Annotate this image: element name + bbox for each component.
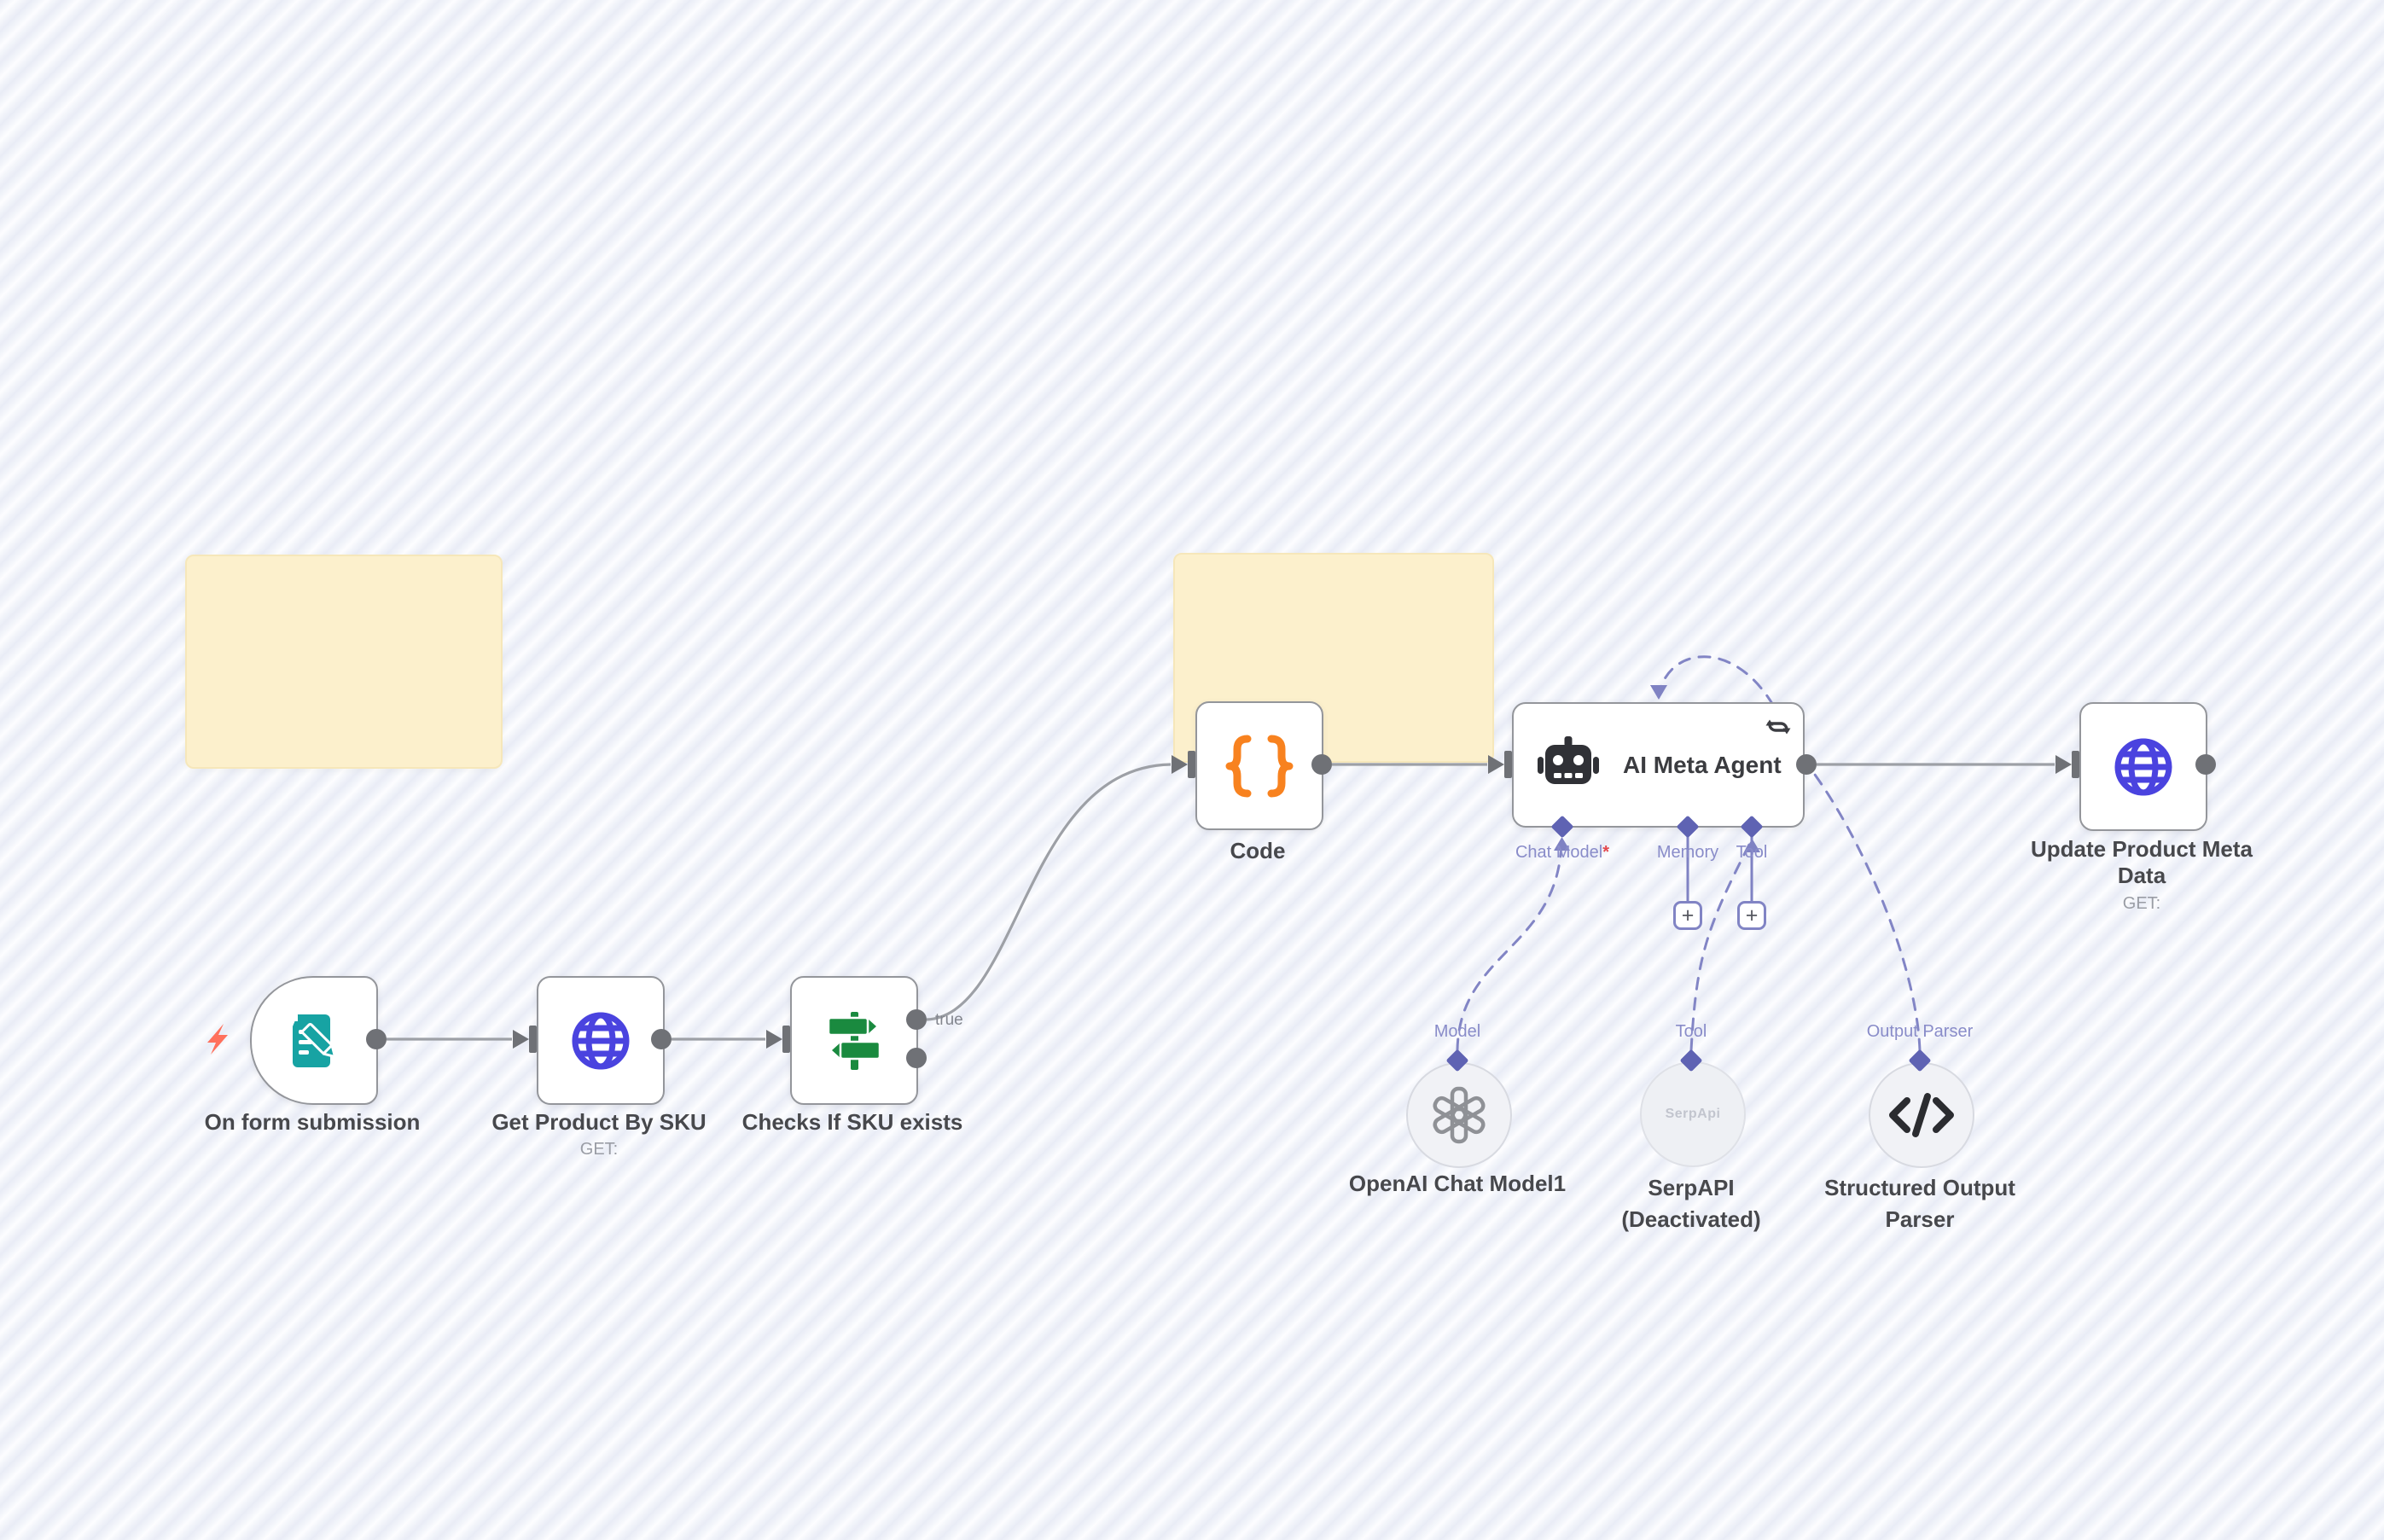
label-code: Code	[1230, 838, 1286, 863]
input-bar-update	[2072, 751, 2079, 778]
node-openai-chat-model[interactable]	[1406, 1062, 1512, 1168]
loop-icon	[1765, 719, 1791, 735]
node-checks-if-sku-exists[interactable]	[790, 976, 918, 1105]
trigger-bolt-icon	[207, 1024, 228, 1055]
label-update-product: Update Product Meta Data	[2031, 836, 2253, 889]
output-port-code[interactable]	[1311, 754, 1332, 775]
port-diamond-output-parser[interactable]	[1909, 1049, 1932, 1072]
input-port-checks[interactable]	[766, 1030, 782, 1049]
openai-icon	[1433, 1086, 1486, 1144]
label-line: (Deactivated)	[1621, 1206, 1761, 1232]
output-port-trigger[interactable]	[366, 1029, 387, 1049]
label-openai-chat-model: OpenAI Chat Model1	[1348, 1171, 1567, 1196]
code-braces-icon	[1225, 735, 1294, 797]
output-port-agent[interactable]	[1796, 754, 1817, 775]
agent-title: AI Meta Agent	[1623, 751, 1782, 778]
label-port-tool: Tool	[1736, 843, 1768, 862]
input-bar-agent	[1504, 751, 1512, 778]
arrow-into-chat-model	[1554, 837, 1570, 851]
label-line: Structured Output	[1824, 1175, 2015, 1200]
node-ai-meta-agent[interactable]: AI Meta Agent	[1512, 702, 1805, 828]
sticky-note-left[interactable]	[185, 555, 503, 769]
input-port-update[interactable]	[2055, 755, 2072, 774]
port-diamond-serpapi[interactable]	[1680, 1049, 1703, 1072]
label-line: Data	[2117, 863, 2166, 888]
subtitle-get-product: GET:	[579, 1140, 619, 1159]
node-code[interactable]	[1195, 701, 1323, 830]
input-port-agent[interactable]	[1488, 755, 1504, 774]
output-port-get-product[interactable]	[651, 1029, 672, 1049]
output-port-checks-true[interactable]	[906, 1009, 927, 1030]
label-line: Update Product Meta	[2030, 836, 2253, 862]
label-port-chat-model: Chat Model*	[1515, 843, 1609, 863]
label-port-model: Model	[1433, 1022, 1481, 1041]
node-update-product-meta-data[interactable]	[2079, 702, 2207, 831]
arrow-into-agent-top	[1650, 685, 1667, 700]
globe-icon	[2114, 738, 2172, 795]
port-diamond-openai[interactable]	[1446, 1049, 1469, 1072]
port-diamond-chat-model[interactable]	[1551, 816, 1574, 839]
label-port-memory: Memory	[1656, 843, 1719, 862]
signpost-icon	[827, 1011, 881, 1070]
input-port-code[interactable]	[1172, 755, 1188, 774]
required-asterisk: *	[1602, 843, 1610, 862]
output-port-update[interactable]	[2195, 754, 2216, 775]
input-bar-checks	[782, 1026, 790, 1053]
label-checks-sku: Checks If SKU exists	[741, 1109, 963, 1135]
serpapi-logo: SerpApi	[1665, 1107, 1721, 1121]
port-diamond-tool[interactable]	[1741, 816, 1764, 839]
node-get-product-by-sku[interactable]	[537, 976, 665, 1105]
form-icon	[293, 1014, 337, 1067]
code-parser-icon	[1889, 1093, 1954, 1137]
label-serpapi: SerpAPI (Deactivated)	[1621, 1172, 1760, 1235]
robot-icon	[1538, 735, 1599, 784]
input-port-get-product[interactable]	[513, 1030, 529, 1049]
label-line: Parser	[1885, 1206, 1955, 1232]
label-output-true: true	[935, 1011, 963, 1029]
add-tool-button[interactable]: +	[1737, 901, 1766, 930]
label-line: SerpAPI	[1648, 1175, 1735, 1200]
subtitle-update-product: GET:	[2122, 894, 2161, 913]
label-get-product: Get Product By SKU	[491, 1109, 706, 1135]
arrow-into-tool	[1744, 839, 1760, 852]
plus-icon: +	[1681, 903, 1695, 927]
add-memory-button[interactable]: +	[1673, 901, 1702, 930]
connection-serpapi-to-tool[interactable]	[1689, 841, 1752, 1052]
input-bar-code	[1188, 751, 1195, 778]
node-on-form-submission[interactable]	[250, 976, 378, 1105]
port-diamond-memory[interactable]	[1677, 816, 1700, 839]
port-label-text: Chat Model	[1515, 843, 1603, 862]
label-port-output-parser: Output Parser	[1866, 1022, 1974, 1041]
connection-true-to-code[interactable]	[926, 763, 1172, 1021]
label-port-tool-serpapi: Tool	[1675, 1022, 1707, 1041]
plus-icon: +	[1745, 903, 1759, 927]
node-structured-output-parser[interactable]	[1869, 1062, 1974, 1168]
output-port-checks-false[interactable]	[906, 1048, 927, 1068]
globe-icon	[572, 1012, 630, 1069]
label-structured-output-parser: Structured Output Parser	[1824, 1172, 2015, 1235]
input-bar-get-product	[529, 1026, 537, 1053]
label-on-form-submission: On form submission	[204, 1109, 421, 1135]
node-serpapi[interactable]: SerpApi	[1640, 1061, 1746, 1167]
connection-output-parser-to-agent[interactable]	[1809, 767, 1922, 1052]
